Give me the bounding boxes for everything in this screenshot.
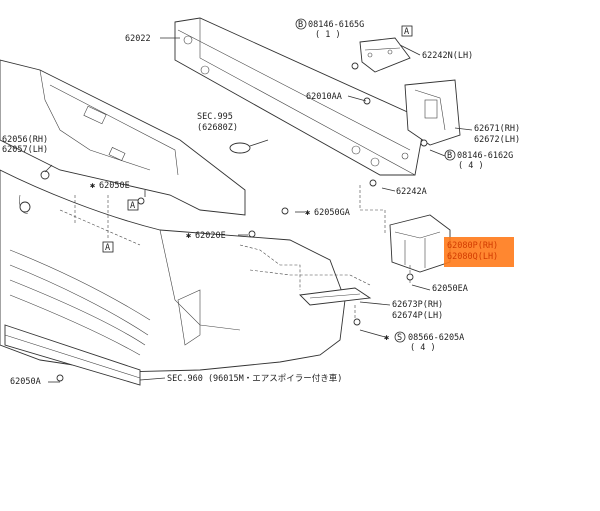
highlight-box bbox=[444, 237, 514, 267]
lower-spoiler bbox=[4, 324, 141, 386]
label-62671: 62671(RH) bbox=[474, 124, 520, 134]
tow-hook bbox=[229, 139, 269, 154]
bracket-62671 bbox=[404, 79, 461, 146]
assembly-lines bbox=[59, 185, 411, 318]
label-62057: 62057(LH) bbox=[2, 145, 48, 155]
bracket-62242n bbox=[359, 37, 411, 73]
label-62673p: 62673P(RH) bbox=[392, 300, 443, 310]
label-62674p: 62674P(LH) bbox=[392, 311, 443, 321]
star-62050ga: ✱ bbox=[305, 208, 310, 218]
mark-b-right: B bbox=[444, 149, 456, 161]
mark-s: S bbox=[394, 331, 406, 343]
star-62020e: ✱ bbox=[186, 231, 191, 241]
label-62050e: 62050E bbox=[99, 181, 130, 191]
label-sec995: SEC.995 bbox=[197, 112, 233, 122]
star-08566: ✱ bbox=[384, 333, 389, 343]
label-08146-6165g-qty: ( 1 ) bbox=[315, 30, 341, 40]
bracket-62080p bbox=[389, 214, 451, 273]
upper-grille-absorber bbox=[0, 59, 246, 216]
ref-a-left-bottom: A bbox=[102, 241, 114, 253]
label-62056: 62056(RH) bbox=[2, 135, 48, 145]
svg-text:A: A bbox=[404, 27, 409, 37]
label-62050a: 62050A bbox=[10, 377, 41, 387]
label-08146-6162g: 08146-6162G bbox=[457, 151, 513, 161]
svg-text:A: A bbox=[130, 201, 135, 211]
label-sec995-ref: (62680Z) bbox=[197, 123, 238, 133]
fastener-bolts bbox=[19, 62, 428, 382]
bumper-fascia bbox=[0, 169, 346, 373]
mark-b-top: B bbox=[295, 18, 307, 30]
svg-text:S: S bbox=[397, 333, 402, 343]
label-62080p: 62080P(RH) bbox=[447, 241, 498, 251]
label-08566-6205a-qty: ( 4 ) bbox=[410, 343, 436, 353]
svg-text:A: A bbox=[105, 243, 110, 253]
ref-a-left-top: A bbox=[127, 199, 139, 211]
star-62050e: ✱ bbox=[90, 181, 95, 191]
label-62080q: 62080Q(LH) bbox=[447, 252, 498, 262]
label-62050ea: 62050EA bbox=[432, 284, 468, 294]
bracket-62673p bbox=[299, 287, 372, 306]
label-62242n: 62242N(LH) bbox=[422, 51, 473, 61]
label-08566-6205a: 08566-6205A bbox=[408, 333, 464, 343]
svg-text:B: B bbox=[447, 151, 452, 161]
ref-a-top: A bbox=[401, 25, 413, 37]
bumper-reinforcement-beam bbox=[174, 17, 426, 176]
label-08146-6165g: 08146-6165G bbox=[308, 20, 364, 30]
svg-text:B: B bbox=[298, 20, 303, 30]
label-62010aa: 62010AA bbox=[306, 92, 342, 102]
label-62242a: 62242A bbox=[396, 187, 427, 197]
leader-lines bbox=[44, 37, 473, 383]
label-62020e: 62020E bbox=[195, 231, 226, 241]
label-08146-6162g-qty: ( 4 ) bbox=[458, 161, 484, 171]
label-62672: 62672(LH) bbox=[474, 135, 520, 145]
label-62050ga: 62050GA bbox=[314, 208, 350, 218]
label-sec960: SEC.960 (96015M・エアスポイラー付き車) bbox=[167, 373, 342, 384]
label-62022: 62022 bbox=[125, 34, 151, 44]
